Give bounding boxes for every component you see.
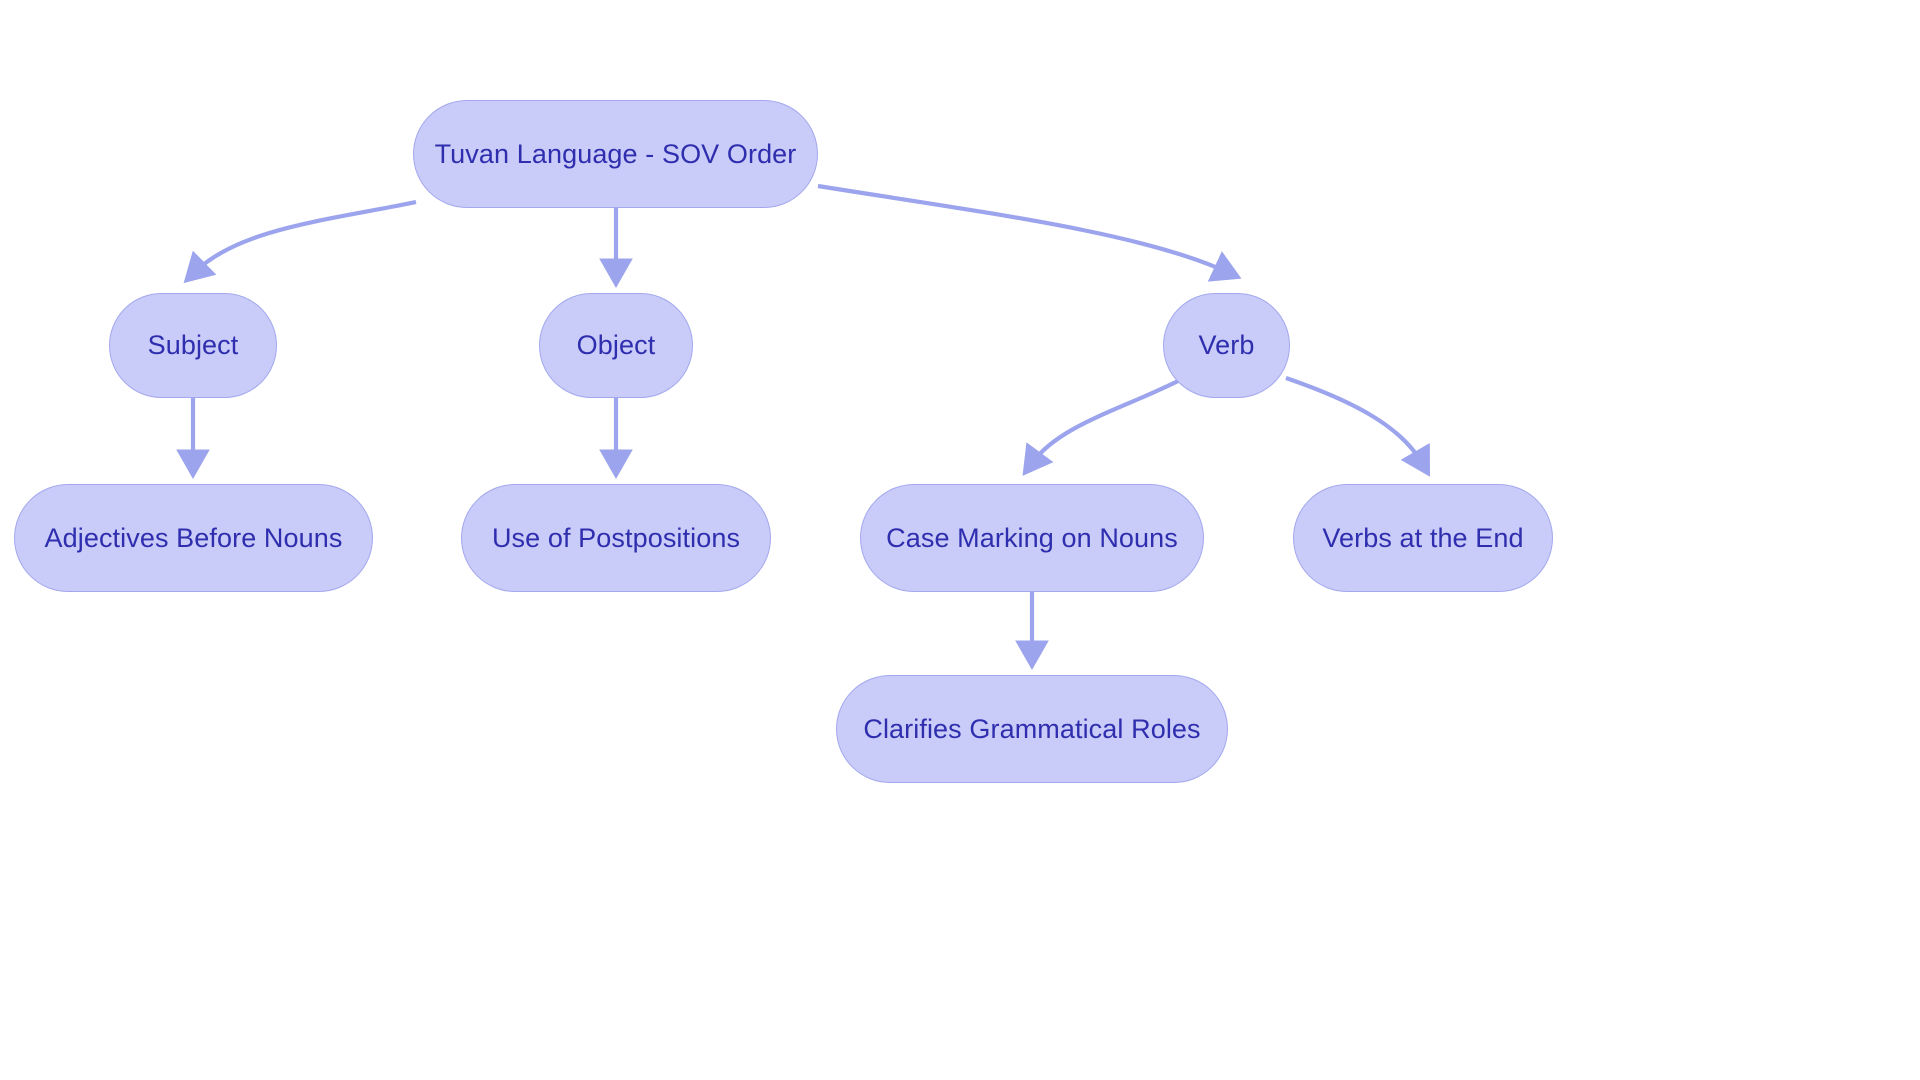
flow-node-case-marking[interactable]: Case Marking on Nouns: [860, 484, 1204, 592]
flow-node-label: Tuvan Language - SOV Order: [434, 138, 797, 169]
flow-node-label: Clarifies Grammatical Roles: [863, 713, 1201, 744]
flow-node-subject[interactable]: Subject: [109, 293, 277, 398]
flow-node-label: Verb: [1198, 330, 1255, 360]
flow-edge: [1285, 376, 1431, 477]
flow-edge: [817, 183, 1242, 282]
flow-node-object[interactable]: Object: [539, 293, 693, 398]
flow-node-label: Verbs at the End: [1322, 522, 1524, 553]
flow-node-verbs-end[interactable]: Verbs at the End: [1293, 484, 1553, 592]
flow-node-label: Case Marking on Nouns: [886, 522, 1178, 553]
flow-node-label: Adjectives Before Nouns: [44, 522, 343, 553]
flow-node-label: Object: [576, 330, 656, 360]
flow-edge: [1022, 379, 1179, 476]
flow-node-root[interactable]: Tuvan Language - SOV Order: [413, 100, 818, 208]
flow-node-verb[interactable]: Verb: [1163, 293, 1290, 398]
flow-node-postpositions[interactable]: Use of Postpositions: [461, 484, 771, 592]
flow-edge: [183, 199, 417, 284]
flow-node-label: Use of Postpositions: [491, 522, 741, 553]
flow-node-clarifies[interactable]: Clarifies Grammatical Roles: [836, 675, 1228, 783]
flow-node-label: Subject: [147, 330, 239, 360]
flow-node-adjectives[interactable]: Adjectives Before Nouns: [14, 484, 373, 592]
